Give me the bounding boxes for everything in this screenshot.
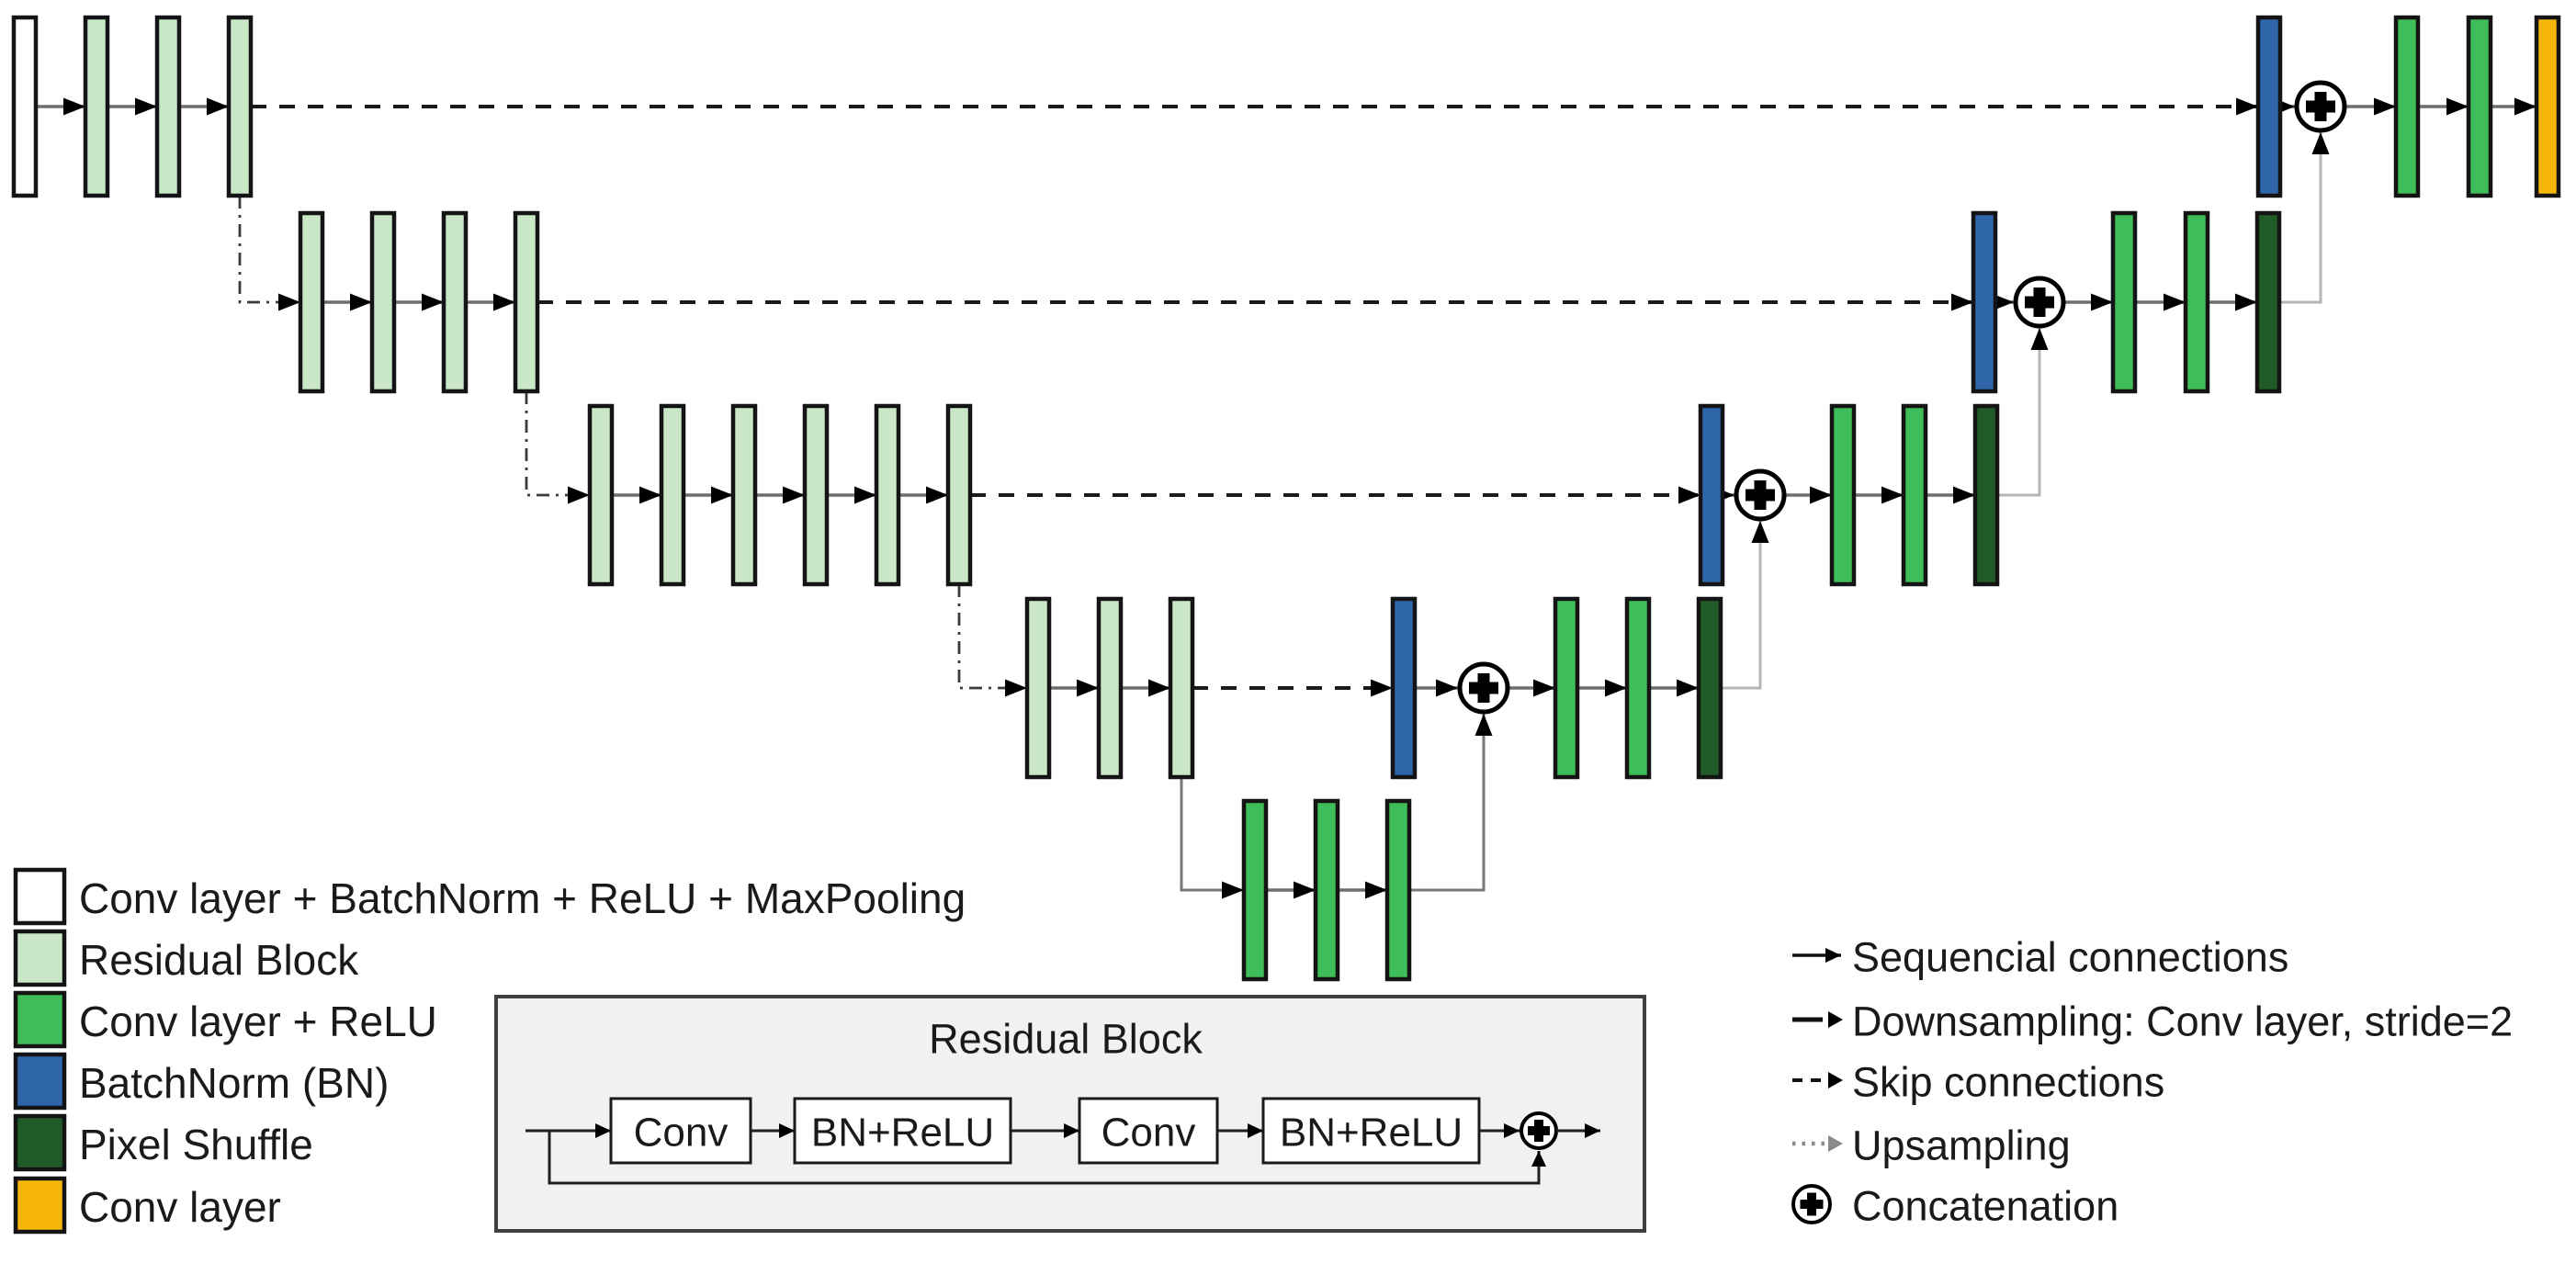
legend-label: Downsampling: Conv layer, stride=2 bbox=[1852, 998, 2513, 1045]
concatenation-node bbox=[1457, 661, 1510, 715]
blue-layer-bar bbox=[2255, 15, 2283, 198]
blue-layer-bar bbox=[1390, 596, 1418, 780]
layer-bars bbox=[11, 15, 2561, 982]
light-green-layer-bar bbox=[587, 403, 615, 587]
legend-label: BatchNorm (BN) bbox=[79, 1059, 389, 1107]
bottleneck-down-link bbox=[1180, 777, 1244, 899]
residual-op-label: Conv bbox=[634, 1111, 729, 1156]
concatenation-node bbox=[1734, 468, 1787, 522]
green-layer-bar bbox=[1241, 798, 1269, 982]
downsampling-connection-line bbox=[525, 391, 590, 504]
light-green-layer-bar bbox=[298, 210, 325, 394]
legend-swatch-orange bbox=[13, 1176, 67, 1235]
skip-connection-icon-arrowhead bbox=[1828, 1072, 1843, 1088]
residual-bypass-line bbox=[548, 1131, 1546, 1185]
light-green-layer-bar bbox=[1024, 596, 1052, 780]
light-green-layer-bar bbox=[369, 210, 397, 394]
upsampling-icon-arrowhead bbox=[1828, 1135, 1843, 1152]
residual-op-label: Conv bbox=[1102, 1111, 1196, 1156]
light-green-layer-bar bbox=[1096, 596, 1124, 780]
upsampling-connection-line bbox=[2279, 132, 2330, 304]
block-type-legend: Conv layer + BatchNorm + ReLU + MaxPooli… bbox=[13, 867, 966, 1235]
light-green-layer-bar bbox=[874, 403, 901, 587]
residual-op-box bbox=[1261, 1097, 1481, 1165]
concatenation-node bbox=[1520, 1111, 1558, 1150]
light-green-layer-bar bbox=[945, 403, 973, 587]
downsampling-connection-line bbox=[957, 584, 1027, 697]
blue-layer-bar bbox=[1971, 210, 1998, 394]
upsampling-connection-line bbox=[1721, 521, 1769, 690]
concatenation-icon bbox=[1791, 1184, 1832, 1224]
green-layer-bar bbox=[1384, 798, 1412, 982]
bottleneck-up-link bbox=[1409, 714, 1493, 892]
white-layer-bar bbox=[11, 15, 39, 198]
green-layer-bar bbox=[1829, 403, 1857, 587]
green-layer-bar bbox=[2183, 210, 2210, 394]
dark-green-layer-bar bbox=[1696, 596, 1723, 780]
downsampling-connection-line bbox=[238, 196, 300, 311]
legend-swatch-dark-green bbox=[13, 1113, 67, 1172]
orange-layer-bar bbox=[2534, 15, 2561, 198]
dark-green-layer-bar bbox=[1972, 403, 2000, 587]
residual-block-title: Residual Block bbox=[929, 1016, 1203, 1063]
green-layer-bar bbox=[1313, 798, 1340, 982]
legend-label: Conv layer + ReLU bbox=[79, 998, 437, 1045]
green-layer-bar bbox=[2466, 15, 2493, 198]
concatenation-node bbox=[2013, 276, 2066, 329]
legend-label: Residual Block bbox=[79, 936, 359, 984]
concatenation-nodes-layer bbox=[1457, 80, 2347, 715]
downsampling-icon-arrowhead bbox=[1828, 1011, 1843, 1028]
legend-swatch-light-green bbox=[13, 929, 67, 987]
concatenation-node bbox=[2294, 80, 2347, 133]
legend-label: Upsampling bbox=[1852, 1122, 2071, 1169]
legend-label: Conv layer bbox=[79, 1183, 281, 1231]
green-layer-bar bbox=[1553, 596, 1580, 780]
green-layer-bar bbox=[2110, 210, 2138, 394]
connection-lines-layer bbox=[36, 97, 2536, 899]
residual-op-box bbox=[1078, 1097, 1219, 1165]
legend-swatch-green bbox=[13, 990, 67, 1049]
residual-op-label: BN+ReLU bbox=[1280, 1111, 1463, 1156]
residual-op-box bbox=[793, 1097, 1012, 1165]
light-green-layer-bar bbox=[226, 15, 254, 198]
light-green-layer-bar bbox=[441, 210, 469, 394]
green-layer-bar bbox=[2393, 15, 2421, 198]
green-layer-bar bbox=[1624, 596, 1652, 780]
upsampling-connection-line bbox=[1997, 328, 2049, 497]
dark-green-layer-bar bbox=[2254, 210, 2282, 394]
light-green-layer-bar bbox=[802, 403, 830, 587]
light-green-layer-bar bbox=[154, 15, 182, 198]
legend-label: Concatenation bbox=[1852, 1183, 2118, 1230]
light-green-layer-bar bbox=[1168, 596, 1195, 780]
blue-layer-bar bbox=[1698, 403, 1725, 587]
legend-label: Conv layer + BatchNorm + ReLU + MaxPooli… bbox=[79, 874, 966, 922]
light-green-layer-bar bbox=[513, 210, 540, 394]
legend-swatch-blue bbox=[13, 1052, 67, 1111]
legend-swatch-white bbox=[13, 867, 67, 926]
light-green-layer-bar bbox=[730, 403, 758, 587]
legend-label: Sequencial connections bbox=[1852, 934, 2288, 981]
residual-op-label: BN+ReLU bbox=[811, 1111, 994, 1156]
legend-label: Skip connections bbox=[1852, 1059, 2164, 1106]
legend-label: Pixel Shuffle bbox=[79, 1121, 313, 1168]
green-layer-bar bbox=[1901, 403, 1928, 587]
light-green-layer-bar bbox=[659, 403, 686, 587]
light-green-layer-bar bbox=[83, 15, 110, 198]
